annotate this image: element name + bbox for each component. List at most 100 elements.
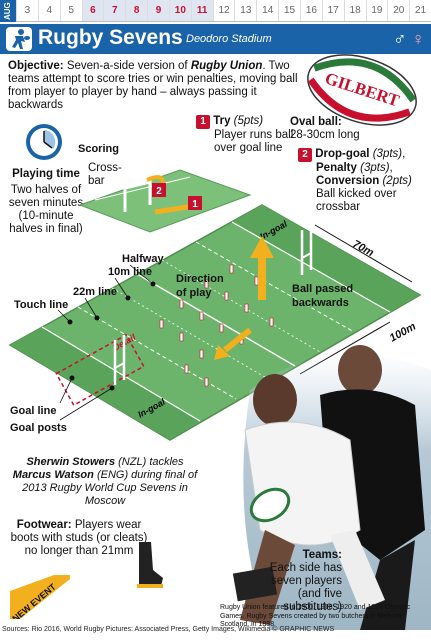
- month-label: AUG: [0, 0, 16, 22]
- caption-name1: Sherwin Stowers: [26, 456, 116, 468]
- gender-icons: ♂ ♀: [393, 29, 425, 50]
- conversion-points: (2pts): [382, 175, 412, 187]
- sources-line: Sources: Rio 2016, World Rugby Pictures:…: [2, 626, 335, 633]
- venue-name: Deodoro Stadium: [186, 33, 272, 45]
- caption-rest: during final of 2013 Rugby World Cup Sev…: [22, 469, 198, 507]
- pitch-diagram: 2 1 Detail In-goal In-goal 70m 100m: [8, 160, 422, 441]
- new-event-badge: NEW EVENT: [10, 575, 70, 619]
- stopwatch-icon: [26, 124, 62, 160]
- footwear-block: Footwear: Players wear boots with studs …: [4, 519, 154, 558]
- day-cell: 13: [234, 0, 256, 21]
- ball-title: Oval ball:: [290, 116, 342, 128]
- detail-marker-2: [152, 183, 166, 197]
- teams-text: Each side has seven players (and five su…: [269, 562, 342, 613]
- tackle-photo: [232, 345, 431, 630]
- passed-label-line1: Ball passed: [292, 283, 353, 295]
- in-goal-bottom-area: [10, 327, 200, 440]
- day-cell: 16: [299, 0, 322, 21]
- 10m-label: 10m line: [108, 266, 152, 278]
- day-cell: 15: [278, 0, 300, 21]
- svg-text:1: 1: [192, 199, 198, 210]
- width-label: 70m: [351, 238, 376, 259]
- day-cell: 12: [212, 0, 235, 21]
- try-number-badge: 1: [196, 115, 210, 129]
- drop-goal-block: 2 Drop-goal (3pts), Penalty (3pts), Conv…: [298, 148, 428, 214]
- day-cell: 10: [168, 0, 191, 21]
- detail-marker-1: [188, 196, 202, 210]
- day-cell: 6: [81, 0, 104, 21]
- male-icon: ♂: [392, 29, 407, 49]
- svg-text:2: 2: [156, 186, 162, 197]
- caption-country1: (NZL): [118, 456, 147, 468]
- teams-block: Teams: Each side has seven players (and …: [262, 549, 342, 614]
- day-cell: 20: [387, 0, 409, 21]
- direction-label-line1: Direction: [176, 273, 224, 285]
- penalty-title: Penalty: [316, 162, 357, 174]
- drop-number-badge: 2: [298, 148, 312, 162]
- photo-caption: Sherwin Stowers (NZL) tackles Marcus Wat…: [10, 456, 200, 508]
- day-cell: 18: [343, 0, 366, 21]
- day-cell: 7: [103, 0, 126, 21]
- caption-name2: Marcus Watson: [12, 469, 94, 481]
- drop-goal-points: (3pts): [372, 148, 403, 160]
- goal-line-label: Goal line: [10, 405, 56, 417]
- playing-time: Playing time Two halves of seven minutes…: [4, 168, 88, 236]
- passed-label-line2: backwards: [292, 297, 349, 309]
- ball-label: Oval ball: 28-30cm long: [290, 116, 410, 142]
- playing-time-title: Playing time: [12, 168, 80, 180]
- day-cell: 21: [409, 0, 431, 21]
- halfway-label: Halfway: [122, 253, 164, 265]
- try-desc: Player runs ball over goal line: [214, 129, 294, 154]
- direction-label-line2: of play: [176, 287, 212, 299]
- day-cell: 9: [147, 0, 169, 21]
- objective-emphasis: Rugby Union: [190, 60, 263, 72]
- caption-verb: tackles: [149, 456, 184, 468]
- playing-time-desc: Two halves of seven minutes (10-minute h…: [8, 184, 84, 235]
- ball-size: 28-30cm long: [290, 129, 360, 141]
- day-cell: 11: [190, 0, 213, 21]
- drop-goal-desc: Ball kicked over crossbar: [316, 188, 397, 213]
- objective-text-pre: Seven-a-side version of: [66, 60, 188, 72]
- objective-lead: Objective:: [8, 60, 64, 72]
- footwear-text: Players wear boots with studs (or cleats…: [10, 519, 148, 557]
- caption-country2: (ENG): [96, 469, 129, 481]
- scoring-detail-pitch: [78, 169, 252, 233]
- goal-posts-label: Goal posts: [10, 422, 67, 434]
- day-cell: 8: [125, 0, 148, 21]
- scoring-title: Scoring: [78, 143, 119, 155]
- female-icon: ♀: [411, 29, 426, 49]
- eng-player: [244, 421, 361, 546]
- boot-icon: [137, 542, 163, 588]
- day-cell: 17: [321, 0, 344, 21]
- objective-text-post: . Two teams attempt to score tries or wi…: [8, 60, 298, 111]
- drop-goal-title: Drop-goal: [315, 148, 370, 160]
- title-bar: Rugby Sevens Deodoro Stadium ♂ ♀: [0, 24, 431, 54]
- sport-title: Rugby Sevens: [38, 26, 183, 49]
- teams-title: Teams:: [302, 549, 342, 561]
- rugby-player-icon: [6, 27, 32, 51]
- footnote: Rugby Union featured in 1900, 1908, 1920…: [220, 604, 411, 628]
- penalty-points: (3pts): [360, 162, 390, 174]
- conversion-title: Conversion: [316, 175, 380, 187]
- try-points: (5pts): [233, 115, 264, 127]
- touch-line-label: Touch line: [14, 299, 68, 311]
- try-title: Try: [213, 115, 231, 127]
- ball-in-photo: [249, 487, 291, 523]
- day-cell: 3: [16, 0, 38, 21]
- detail-box: [55, 333, 145, 407]
- day-cell: 19: [365, 0, 388, 21]
- objective-text: Objective: Seven-a-side version of Rugby…: [8, 60, 308, 112]
- day-cell: 5: [59, 0, 82, 21]
- day-cell: 14: [256, 0, 278, 21]
- day-cell: 4: [37, 0, 60, 21]
- gilbert-ball-icon: GILBERT: [307, 54, 417, 126]
- footwear-title: Footwear:: [16, 519, 72, 531]
- pass-arrow: [223, 327, 252, 353]
- width-dimension: [314, 224, 413, 283]
- in-goal-top-area: [232, 205, 420, 312]
- 22m-label: 22m line: [73, 286, 117, 298]
- try-block: 1 Try (5pts) Player runs ball over goal …: [196, 115, 296, 155]
- crossbar-label: Cross-bar: [88, 162, 122, 187]
